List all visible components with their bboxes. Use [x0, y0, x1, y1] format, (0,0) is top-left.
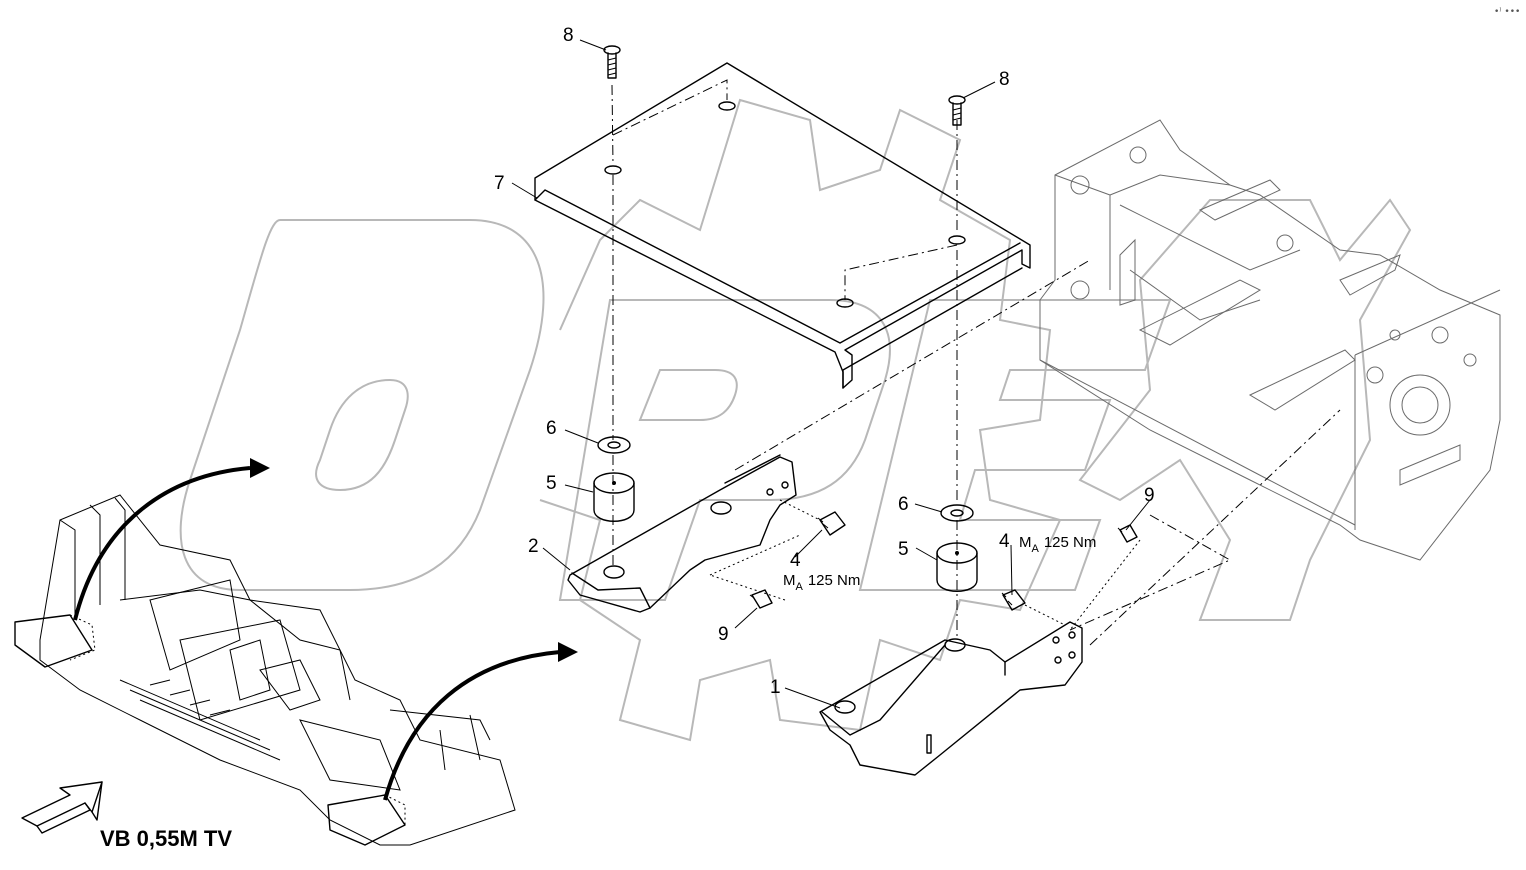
main-frame [1039, 119, 1501, 561]
part-1-bracket [819, 621, 1083, 776]
part-4-bolt-left [817, 511, 846, 536]
part-8-screw-left [603, 45, 621, 79]
torque-right: MA 125 Nm [1019, 534, 1096, 555]
torque-left-sub: A [796, 581, 804, 593]
part-4-bolt-right [1001, 589, 1026, 611]
callouts: 8 8 7 6 5 2 4 9 6 5 4 9 1 [494, 25, 1155, 698]
torque-left-symbol: M [783, 572, 796, 589]
callout-9-right: 9 [1144, 485, 1155, 506]
part-9-bolt-right [1117, 524, 1138, 543]
watermark-letter-e [858, 299, 1172, 591]
callout-2: 2 [528, 536, 539, 557]
torque-right-value: 125 Nm [1044, 534, 1097, 551]
watermark-letter-x [1078, 198, 1412, 621]
callout-5-left: 5 [546, 473, 557, 494]
part-5-mount-right [936, 542, 978, 592]
torque-right-symbol: M [1019, 534, 1032, 551]
part-8-screw-right [948, 95, 966, 126]
part-9-bolt-left [749, 589, 773, 609]
corner-marks: •⁾ ••• [1494, 7, 1520, 17]
callout-6-right: 6 [898, 494, 909, 515]
part-6-washer-left [597, 436, 631, 454]
torque-left-value: 125 Nm [808, 572, 861, 589]
callout-1: 1 [770, 677, 781, 698]
hollow-arrow-icon [21, 781, 103, 834]
right-step-pad [327, 794, 406, 846]
callout-6-left: 6 [546, 418, 557, 439]
watermark-letter-p [558, 299, 891, 601]
callout-4-right: 4 [999, 531, 1010, 552]
callout-8-right: 8 [999, 69, 1010, 90]
callout-4-left: 4 [790, 550, 801, 571]
part-5-mount-left [593, 472, 635, 522]
watermark-gear [539, 98, 1062, 742]
part-2-bracket [567, 454, 797, 613]
diagram-caption: VB 0,55M TV [100, 826, 232, 851]
callout-5-right: 5 [898, 539, 909, 560]
part-7-cover-plate [534, 62, 1031, 389]
watermark-letter-o [179, 219, 545, 591]
watermark-opex [179, 98, 1412, 742]
callout-9-left: 9 [718, 624, 729, 645]
assembly-guides [611, 79, 1341, 646]
left-step-pad [14, 614, 93, 668]
callout-7: 7 [494, 173, 505, 194]
machine-overview [14, 494, 516, 846]
curved-arrow-icon [73, 458, 578, 801]
torque-right-sub: A [1032, 543, 1040, 555]
part-6-washer-right [940, 504, 974, 522]
callout-leaders [511, 39, 1151, 709]
torque-left: MA 125 Nm [783, 572, 860, 593]
callout-8-left: 8 [563, 25, 574, 46]
